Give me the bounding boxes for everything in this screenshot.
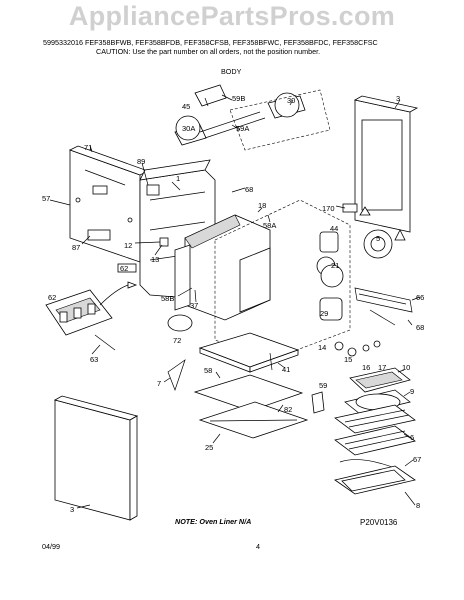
callout-59a: 59A xyxy=(236,124,249,133)
callout-3b: 3 xyxy=(70,505,74,514)
oven-box xyxy=(174,214,271,321)
side-panel-left xyxy=(68,145,150,263)
callout-10: 10 xyxy=(402,363,410,372)
side-panel-lower xyxy=(53,395,139,521)
caution-note: CAUTION: Use the part number on all orde… xyxy=(96,47,321,56)
callout-57: 57 xyxy=(42,194,50,203)
callout-82: 82 xyxy=(284,405,292,414)
model-list: 5995332016 FEF358BFWB, FEF358BFDB, FEF35… xyxy=(43,38,378,47)
control-panel-inset xyxy=(45,281,138,351)
back-panel xyxy=(353,95,419,233)
figure-code: P20V0136 xyxy=(360,518,398,527)
oven-bottom-plates xyxy=(167,332,325,439)
hardware xyxy=(319,203,406,259)
callout-1: 1 xyxy=(176,174,180,183)
callout-67: 67 xyxy=(413,455,421,464)
callout-71: 71 xyxy=(84,143,92,152)
callout-58a: 58A xyxy=(263,221,276,230)
callout-87: 87 xyxy=(72,243,80,252)
callout-62a: 62 xyxy=(120,264,128,273)
callout-62b: 62 xyxy=(48,293,56,302)
callout-18: 18 xyxy=(258,201,266,210)
leader-lines xyxy=(49,94,421,509)
callout-72: 72 xyxy=(173,336,181,345)
callout-59b: 59B xyxy=(232,94,245,103)
callout-13: 13 xyxy=(151,255,159,264)
callout-3a: 3 xyxy=(396,94,400,103)
top-parts xyxy=(174,84,331,151)
callout-58b: 58B xyxy=(161,294,174,303)
callout-labels: 71 57 87 89 1 12 13 68 18 58A 37 58B 72 … xyxy=(42,94,424,514)
callout-68b: 68 xyxy=(416,323,424,332)
broil-element xyxy=(354,287,413,326)
section-title: BODY xyxy=(221,67,242,76)
callout-8: 8 xyxy=(416,501,420,510)
callout-5: 5 xyxy=(376,234,380,243)
callout-6: 6 xyxy=(410,433,414,442)
page-number: 4 xyxy=(256,542,260,551)
oven-racks xyxy=(334,367,416,495)
callout-14: 14 xyxy=(318,343,326,352)
callout-9: 9 xyxy=(410,387,414,396)
callout-89: 89 xyxy=(137,157,145,166)
callout-41: 41 xyxy=(282,365,290,374)
revision-date: 04/99 xyxy=(42,542,60,551)
callout-44: 44 xyxy=(330,224,338,233)
oven-liner-note: NOTE: Oven Liner N/A xyxy=(175,517,252,526)
callout-59: 59 xyxy=(319,381,327,390)
callout-7: 7 xyxy=(157,379,161,388)
brackets-right xyxy=(316,256,344,321)
callout-68a: 68 xyxy=(245,185,253,194)
callout-45: 45 xyxy=(182,102,190,111)
callout-29: 29 xyxy=(320,309,328,318)
callout-12: 12 xyxy=(124,241,132,250)
controls-small xyxy=(334,340,381,357)
callout-25: 25 xyxy=(205,443,213,452)
part-62-small xyxy=(117,263,137,273)
callout-17: 17 xyxy=(378,363,386,372)
callout-30a: 30A xyxy=(182,124,195,133)
callout-66: 66 xyxy=(416,293,424,302)
callout-30: 30 xyxy=(287,96,295,105)
part-72 xyxy=(167,314,193,332)
callout-37: 37 xyxy=(190,301,198,310)
callout-58: 58 xyxy=(204,366,212,375)
callout-63: 63 xyxy=(90,355,98,364)
watermark: AppliancePartsPros.com xyxy=(68,1,396,31)
callout-21: 21 xyxy=(331,261,339,270)
callout-15: 15 xyxy=(344,355,352,364)
callout-16: 16 xyxy=(362,363,370,372)
callout-170: 170 xyxy=(322,204,335,213)
